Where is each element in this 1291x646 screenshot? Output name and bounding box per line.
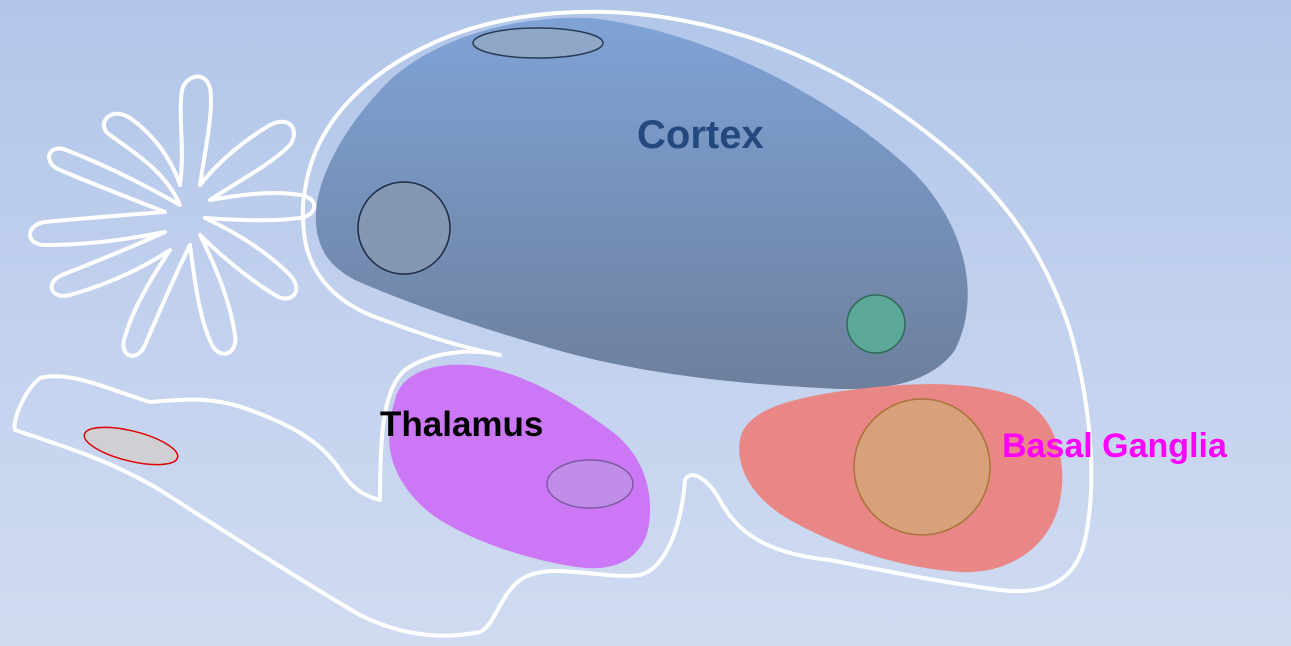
basal-ganglia-marker (854, 399, 990, 535)
cortex-top-marker (473, 28, 603, 58)
cortex-right-marker (847, 295, 905, 353)
cortex-left-marker (358, 182, 450, 274)
thalamus-marker (547, 460, 633, 508)
thalamus-label: Thalamus (380, 407, 543, 442)
basal-ganglia-label: Basal Ganglia (1002, 429, 1227, 463)
cerebellum-outline (30, 76, 314, 355)
cortex-label: Cortex (637, 115, 764, 155)
brainstem-marker (81, 420, 181, 472)
